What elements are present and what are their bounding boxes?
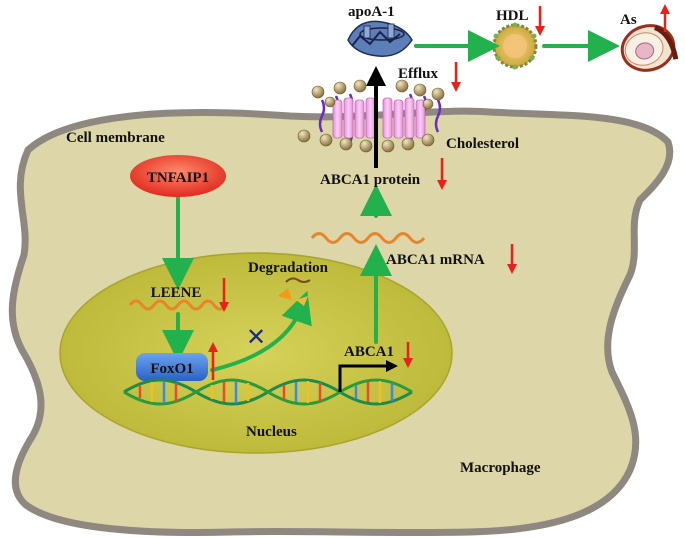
leene-label: LEENE [151,285,202,301]
degradation-fragments-icon [278,277,311,306]
efflux-label: Efflux [398,66,439,82]
hdl-label: HDL [496,8,529,24]
apoa1-protein [347,20,413,57]
cholesterol-molecules [297,79,445,153]
red-regulation-arrows [208,4,670,380]
hdl-down-arrow [535,6,545,36]
abca1-gene-label: ABCA1 [344,344,394,360]
green-arrows [162,30,620,372]
blocked-x-mark: ✕ [246,323,266,351]
foxo1-label: FoxO1 [150,361,193,377]
abca1-mrna-label: ABCA1 mRNA [386,252,485,268]
arrow-foxo1-to-degradation [210,290,312,372]
foxo1-node [136,353,208,381]
leene-rna [128,299,228,311]
cholesterol-label: Cholesterol [446,136,519,152]
nucleus-label: Nucleus [246,424,297,440]
tnfaip1-node [130,155,226,197]
artery-cross-section [620,24,679,72]
degradation-label: Degradation [248,260,329,276]
tnfaip1-label: TNFAIP1 [147,170,209,186]
hdl-particle [492,22,538,70]
foxo1-up-arrow [208,342,218,380]
apoa1-label: apoA-1 [348,4,395,20]
abca1-gene-down-arrow [403,342,413,368]
abca1-protein-down-arrow [437,158,447,190]
cell-membrane-label: Cell membrane [66,130,165,146]
efflux-down-arrow [451,62,461,92]
leene-down-arrow [219,278,229,312]
abca1-protein-label: ABCA1 protein [320,172,421,188]
efflux-arrow [366,66,386,168]
as-up-arrow [660,4,670,32]
macrophage-label: Macrophage [460,460,541,476]
as-label: As [620,12,637,28]
dna-helix [123,378,413,406]
transcription-start-arrow [338,360,398,392]
abca1-mrna-strand [310,232,426,244]
abca1-mrna-down-arrow [507,244,517,274]
